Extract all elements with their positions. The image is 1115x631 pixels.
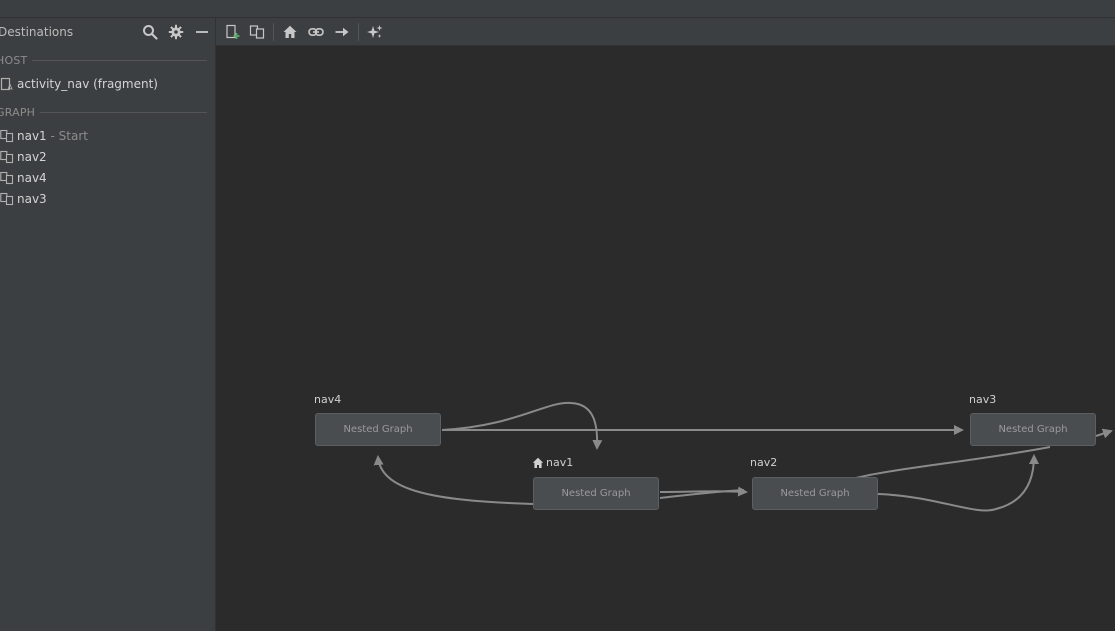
node-nav4[interactable]: Nested Graph (315, 413, 441, 446)
node-label-nav3: nav3 (969, 393, 996, 406)
gear-icon[interactable] (168, 24, 184, 40)
nested-graph-icon (249, 24, 265, 40)
edge-nav1-to-nav4 (373, 455, 534, 505)
minimize-icon[interactable] (194, 24, 210, 40)
auto-arrange-button[interactable] (366, 23, 384, 41)
graph-item-nav1[interactable]: nav1 - Start (0, 126, 88, 146)
node-nav3[interactable]: Nested Graph (970, 413, 1096, 446)
node-title: nav4 (314, 393, 342, 406)
edge-nav4-to-nav1 (441, 401, 603, 450)
graph-item-label: nav2 (17, 150, 47, 164)
home-icon (532, 457, 544, 469)
graph-item-label: nav1 (17, 129, 47, 143)
graph-item-nav2[interactable]: nav2 (0, 147, 47, 167)
nested-graph-icon (0, 171, 14, 185)
node-label-nav1: nav1 (532, 456, 573, 469)
host-section-label: HOST (0, 54, 28, 67)
title-strip (0, 0, 1115, 18)
node-body-text: Nested Graph (561, 488, 631, 499)
graph-item-label: nav3 (17, 192, 47, 206)
new-destination-icon (224, 24, 240, 40)
node-title: nav2 (750, 456, 778, 469)
destinations-panel: Destinations HOST A activity_nav (fragme… (0, 18, 216, 631)
action-arrow-icon (334, 24, 350, 40)
assign-start-destination-button[interactable] (281, 23, 299, 41)
svg-text:A: A (7, 83, 13, 91)
host-section-divider (32, 60, 207, 61)
graph-section-label: GRAPH (0, 106, 36, 119)
edge-nav2-to-nav3 (877, 454, 1039, 512)
node-body-text: Nested Graph (780, 488, 850, 499)
host-item-activity-nav[interactable]: A activity_nav (fragment) (0, 74, 158, 94)
host-item-label: activity_nav (fragment) (17, 77, 158, 91)
nested-graph-icon (0, 192, 14, 206)
nested-graph-icon (0, 150, 14, 164)
graph-item-label: nav4 (17, 171, 47, 185)
node-label-nav4: nav4 (314, 393, 341, 406)
navigation-graph-canvas[interactable]: nav4 Nested Graph nav1 Nested Graph nav2… (216, 46, 1115, 631)
panel-title: Destinations (0, 25, 74, 39)
start-destination-suffix: - Start (46, 129, 88, 143)
node-title: nav1 (546, 456, 574, 469)
nav-host-fragment-icon: A (0, 77, 14, 91)
edge-nav1-to-nav2-alt (659, 489, 745, 499)
node-label-nav2: nav2 (750, 456, 777, 469)
edge-nav1-to-nav2 (659, 486, 748, 497)
edge-nav3-to-nav2 (855, 446, 1051, 479)
node-nav1[interactable]: Nested Graph (533, 477, 659, 510)
graph-toolbar (216, 18, 1115, 46)
auto-arrange-icon (367, 24, 383, 40)
toolbar-separator (358, 23, 359, 41)
node-title: nav3 (969, 393, 997, 406)
add-action-button[interactable] (333, 23, 351, 41)
add-deep-link-button[interactable] (307, 23, 325, 41)
node-body-text: Nested Graph (343, 424, 413, 435)
search-icon[interactable] (142, 24, 158, 40)
graph-item-nav3[interactable]: nav3 (0, 189, 47, 209)
nested-graph-button[interactable] (248, 23, 266, 41)
new-destination-button[interactable] (223, 23, 241, 41)
graph-item-nav4[interactable]: nav4 (0, 168, 47, 188)
edge-nav3-out (1095, 428, 1113, 439)
graph-section-divider (40, 112, 207, 113)
home-icon (282, 24, 298, 40)
toolbar-separator (273, 23, 274, 41)
nested-graph-icon (0, 129, 14, 143)
node-nav2[interactable]: Nested Graph (752, 477, 878, 510)
deep-link-icon (308, 24, 324, 40)
destinations-header: Destinations (0, 18, 215, 46)
node-body-text: Nested Graph (998, 424, 1068, 435)
graph-edges (373, 401, 1113, 512)
